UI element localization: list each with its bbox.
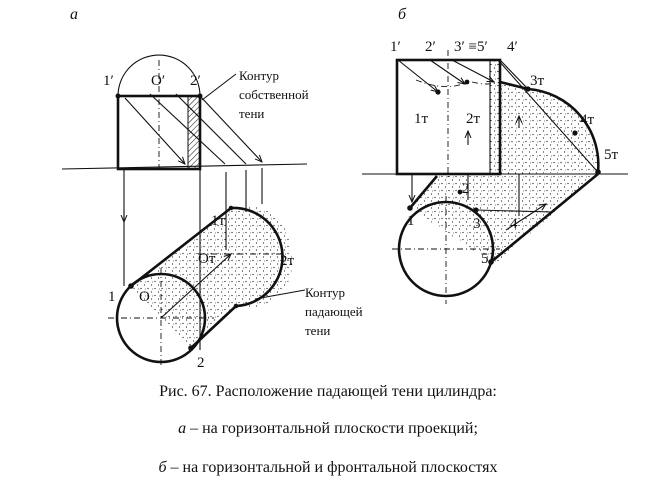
caption-text-b: – на горизонтальной и фронтальной плоско…: [166, 459, 498, 476]
b-shadow-edge-right: [490, 172, 599, 264]
a-own-contour-label-3: тени: [239, 106, 264, 121]
part-a-drawing: а: [61, 6, 363, 371]
b-point-2t: [464, 79, 470, 85]
b-shadow-edge-left: [409, 175, 438, 209]
b-label-5t: 5т: [604, 147, 619, 163]
a-point-2t: [233, 303, 239, 309]
a-top-semicircle: [117, 54, 201, 97]
a-ground-line: [61, 163, 308, 170]
caption-letter-b: б: [158, 459, 167, 476]
a-point-1t: [228, 205, 234, 211]
b-label-2: 2: [462, 181, 470, 197]
a-label-ot: Oт: [198, 251, 216, 267]
b-point-5t: [595, 169, 601, 175]
a-ray-1: [124, 97, 185, 164]
b-label-2t: 2т: [466, 111, 481, 127]
b-point-3: [473, 207, 479, 213]
a-ray-3: [175, 93, 247, 165]
a-shadow-tangent-top: [130, 206, 232, 288]
b-point-2: [457, 189, 463, 195]
b-label-5: 5: [481, 251, 489, 267]
b-point-4t: [572, 130, 578, 136]
b-point-1: [407, 205, 413, 211]
caption-line-2: а – на горизонтальной плоскости проекций…: [0, 420, 656, 438]
a-point-1-front: [115, 93, 121, 99]
part-b-drawing: б: [362, 6, 628, 304]
b-dashed-curve-2: [471, 81, 501, 85]
b-label-3-5-front: 3′ ≡5′: [454, 39, 488, 55]
b-label-4: 4: [510, 216, 518, 232]
b-label-2-front: 2′: [425, 39, 436, 55]
b-label-1-front: 1′: [390, 39, 401, 55]
b-label-3: 3: [473, 216, 481, 232]
caption-text-a: – на горизонтальной плоскости проекций;: [186, 420, 478, 437]
a-ray-2: [149, 93, 226, 165]
a-cast-shadow-fill: [131, 205, 293, 348]
a-cast-contour-label-2: падающей: [305, 304, 363, 319]
a-cast-contour-label-1: Контур: [305, 285, 345, 300]
a-own-shadow-hatch: [187, 95, 201, 170]
b-ray-2: [429, 59, 465, 84]
b-label-3t: 3т: [530, 73, 545, 89]
a-label-o: O: [139, 289, 150, 305]
a-center-ray: [160, 254, 231, 319]
b-label-1: 1: [407, 213, 415, 229]
b-ray-3: [451, 59, 494, 82]
b-label-1t: 1т: [414, 111, 429, 127]
b-frontal-shadow-fill: [490, 60, 599, 174]
part-a-letter: а: [70, 6, 78, 23]
a-own-contour-label-2: собственной: [239, 87, 309, 102]
caption-line-3: б – на горизонтальной и фронтальной плос…: [0, 459, 656, 477]
a-point-2: [188, 345, 194, 351]
b-frontal-shadow-contour: [499, 80, 600, 173]
b-ray-1: [397, 59, 438, 92]
b-point-3t: [525, 86, 531, 92]
a-leader-own-contour: [201, 73, 237, 101]
part-b-letter: б: [398, 6, 407, 23]
b-shadow-ray: [505, 204, 546, 231]
a-leader-cast-contour: [254, 289, 306, 300]
caption-line-1: Рис. 67. Расположение падающей тени цили…: [159, 383, 497, 400]
b-point-5: [488, 259, 494, 265]
a-label-1: 1: [108, 289, 116, 305]
b-dashed-curve-1: [415, 79, 469, 87]
a-label-o-front: O′: [151, 73, 165, 89]
b-label-4t: 4т: [580, 112, 595, 128]
a-label-1t: 1т: [211, 213, 226, 229]
b-horizontal-shadow-fill: [410, 174, 598, 262]
b-point-1t: [435, 89, 441, 95]
a-ray-4: [199, 95, 262, 162]
a-cast-contour-label-3: тени: [305, 323, 330, 338]
a-point-1: [128, 283, 134, 289]
b-own-shadow-strip: [490, 62, 499, 172]
a-label-1-front: 1′: [103, 73, 114, 89]
b-ray-4: [497, 59, 597, 171]
caption-letter-a: а: [178, 420, 187, 437]
b-shadow-inner-line: [475, 209, 553, 213]
a-label-2: 2: [197, 355, 205, 371]
a-label-2-front: 2′: [190, 73, 201, 89]
a-label-2t: 2т: [280, 253, 295, 269]
b-label-4-front: 4′: [507, 39, 518, 55]
a-own-contour-label-1: Контур: [239, 68, 279, 83]
a-shadow-circle-arc: [230, 206, 284, 308]
b-front-rectangle: [395, 58, 502, 176]
b-ray-top: [499, 59, 529, 90]
